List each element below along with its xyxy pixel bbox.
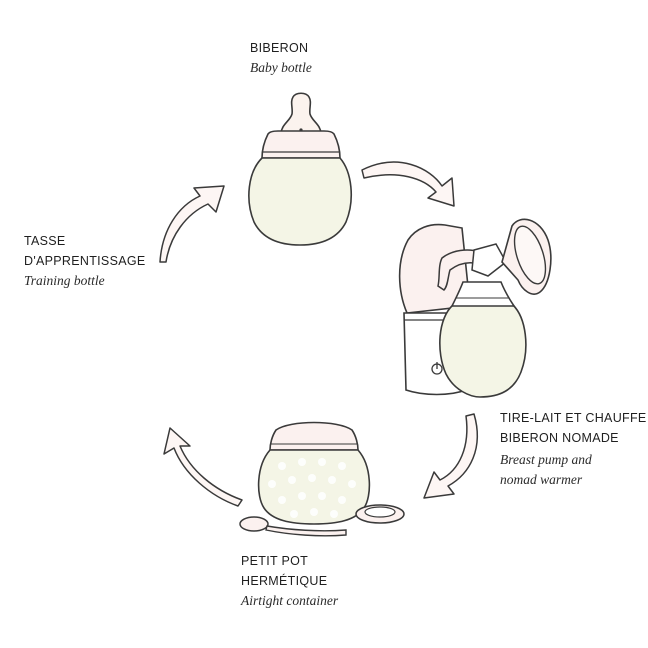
biberon-subtitle: Baby bottle: [250, 60, 312, 75]
breast-pump-warmer-icon: [398, 218, 552, 398]
lid-icon: [355, 504, 405, 524]
airtight-container-icon: [239, 421, 405, 537]
warmer-shell: [398, 223, 471, 314]
petit-pot-title-line1: PETIT POT: [241, 554, 309, 568]
arrow-container-to-cup: [163, 427, 243, 507]
petit-pot-title-line2: HERMÉTIQUE: [241, 574, 328, 588]
pump-bottle-body: [439, 304, 527, 398]
container-collar: [269, 421, 359, 451]
bottle-body: [248, 157, 352, 246]
tire-lait-title-line2: BIBERON NOMADE: [500, 431, 619, 445]
container-dot-pattern: [268, 458, 356, 518]
power-icon: [431, 362, 443, 375]
arrow-pump-to-container: [423, 413, 478, 499]
label-tire-lait: TIRE-LAIT ET CHAUFFE BIBERON NOMADE Brea…: [500, 408, 647, 490]
tasse-title-line1: TASSE: [24, 234, 66, 248]
tire-lait-title-line1: TIRE-LAIT ET CHAUFFE: [500, 411, 647, 425]
bottle-collar: [261, 130, 341, 159]
label-tasse: TASSE D'APPRENTISSAGE Training bottle: [24, 231, 146, 291]
label-biberon: BIBERON Baby bottle: [250, 38, 312, 78]
pump-neck: [450, 281, 516, 307]
tasse-title-line2: D'APPRENTISSAGE: [24, 254, 146, 268]
petit-pot-subtitle: Airtight container: [241, 593, 339, 608]
arrow-bottle-to-pump: [361, 161, 455, 207]
biberon-title: BIBERON: [250, 41, 309, 55]
baby-bottle-icon: [248, 92, 352, 246]
tire-lait-subtitle-line2: nomad warmer: [500, 472, 583, 487]
label-petit-pot: PETIT POT HERMÉTIQUE Airtight container: [241, 551, 338, 611]
bottle-nipple: [280, 92, 322, 134]
tire-lait-subtitle-line1: Breast pump and: [500, 452, 592, 467]
arrow-cup-to-bottle: [159, 185, 225, 263]
tasse-subtitle: Training bottle: [24, 273, 105, 288]
spoon-icon: [239, 516, 347, 537]
